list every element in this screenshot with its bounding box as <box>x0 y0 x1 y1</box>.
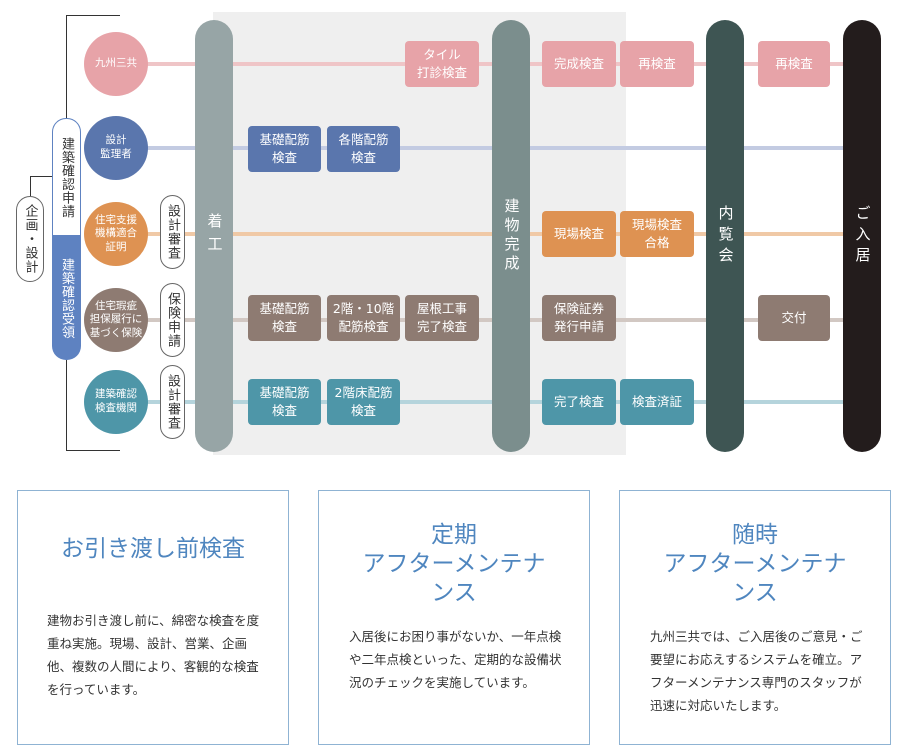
box-site-inspection: 現場検査 <box>542 211 616 257</box>
milestone-building-complete: 建物完成 <box>492 20 530 452</box>
card-pre-delivery-inspection: お引き渡し前検査 建物お引き渡し前に、綿密な検査を度重ね実施。現場、設計、営業、… <box>17 490 289 745</box>
lane-line-kyushu <box>120 62 855 66</box>
milestone-move-in: ご入居 <box>843 20 881 452</box>
confirmation-apply-box: 建築確認申請 <box>52 118 81 236</box>
insurance-application-label: 保険申請 <box>160 283 185 357</box>
planning-design-label: 企画・設計 <box>16 196 44 282</box>
lane-line-designer <box>120 146 855 150</box>
confirmation-receive-text: 建築確認受領 <box>59 257 74 339</box>
confirmation-receive-box: 建築確認受領 <box>52 236 81 360</box>
box-insurance-roof: 屋根工事 完了検査 <box>405 295 479 341</box>
housing-design-review-label: 設計審査 <box>160 195 185 269</box>
party-inspection-agency: 建築確認 検査機関 <box>84 370 148 434</box>
card-body: 建物お引き渡し前に、綿密な検査を度重ね実施。現場、設計、営業、企画他、複数の人間… <box>47 613 260 698</box>
card-regular-maintenance: 定期 アフターメンテナ ンス 入居後にお困り事がないか、一年点検や二年点検といっ… <box>318 490 590 745</box>
box-insurance-delivery: 交付 <box>758 295 830 341</box>
party-kyushu-sankyo: 九州三共 <box>84 32 148 96</box>
box-insurance-certificate: 保険証券 発行申請 <box>542 295 616 341</box>
box-insurance-foundation: 基礎配筋 検査 <box>248 295 321 341</box>
box-agency-foundation: 基礎配筋 検査 <box>248 379 321 425</box>
box-reinspection-1: 再検査 <box>620 41 694 87</box>
agency-design-review-label: 設計審査 <box>160 365 185 439</box>
lane-line-agency <box>120 400 855 404</box>
milestone-preview: 内覧会 <box>706 20 744 452</box>
card-body: 九州三共では、ご入居後のご意見・ご要望にお応えするシステムを確立。アフターメンテ… <box>650 629 863 714</box>
box-agency-certificate: 検査済証 <box>620 379 694 425</box>
card-anytime-maintenance: 随時 アフターメンテナ ンス 九州三共では、ご入居後のご意見・ご要望にお応えする… <box>619 490 891 745</box>
card-title: 定期 アフターメンテナ ンス <box>362 522 546 606</box>
card-title: 随時 アフターメンテナ ンス <box>663 522 847 606</box>
milestone-construction-start: 着工 <box>195 20 233 452</box>
planning-design-text: 企画・設計 <box>22 204 38 274</box>
party-housing-agency: 住宅支援 機構適合 証明 <box>84 202 148 266</box>
box-site-inspection-pass: 現場検査 合格 <box>620 211 694 257</box>
box-designer-floors: 各階配筋 検査 <box>327 126 400 172</box>
party-designer: 設計 監理者 <box>84 116 148 180</box>
box-reinspection-2: 再検査 <box>758 41 830 87</box>
box-completion-inspection: 完成検査 <box>542 41 616 87</box>
card-title: お引き渡し前検査 <box>61 536 245 562</box>
box-designer-foundation: 基礎配筋 検査 <box>248 126 321 172</box>
bracket-connector <box>30 176 66 196</box>
card-body: 入居後にお困り事がないか、一年点検や二年点検といった、定期的な設備状況のチェック… <box>349 629 562 691</box>
box-tile-inspection: タイル 打診検査 <box>405 41 479 87</box>
confirmation-apply-text: 建築確認申請 <box>59 136 74 218</box>
party-defect-insurance: 住宅瑕疵 担保履行に 基づく保険 <box>84 288 148 352</box>
box-insurance-floor-2-10: 2階・10階 配筋検査 <box>327 295 400 341</box>
lane-line-housing <box>120 232 855 236</box>
box-agency-floor-2: 2階床配筋 検査 <box>327 379 400 425</box>
box-agency-completion: 完了検査 <box>542 379 616 425</box>
lane-line-insurance <box>120 318 855 322</box>
